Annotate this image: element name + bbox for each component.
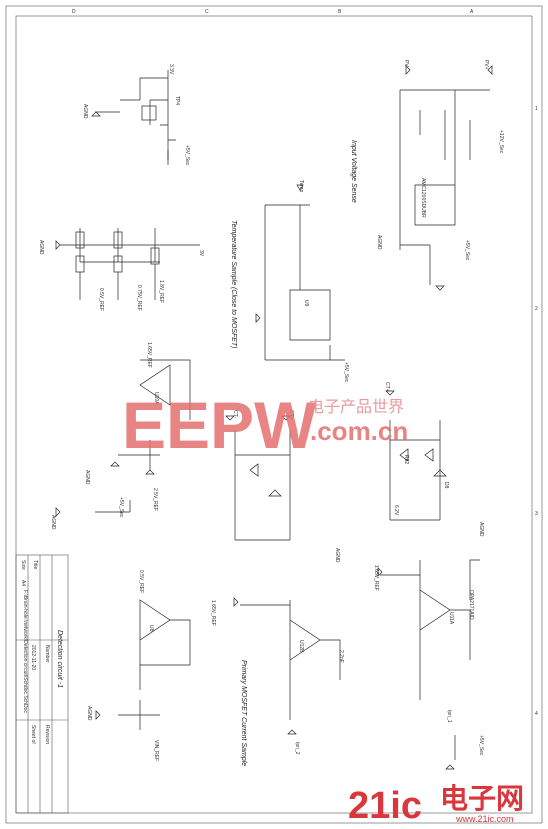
site21-logo-text: 21ic <box>348 785 422 827</box>
site21-url-text: www.21ic.com <box>455 814 514 824</box>
net-label-pv-minus: PV- <box>403 60 409 68</box>
value-opa2171: OPA2171AID <box>468 590 474 620</box>
sheet-inner-border <box>15 15 533 814</box>
value-6v2: 6.2V <box>393 505 399 516</box>
eepw-logo-text: EEPW <box>122 388 317 462</box>
current-amp-right-block: U11A OPA2171AID Ipri_1 AGND +5V_Sec 1.65… <box>373 522 484 770</box>
section-primary-current: Primary MOSFET Current Sample <box>240 660 247 766</box>
net-label-0v5-ref-2: 0.5V_REF <box>138 570 144 593</box>
part-u8: U8 <box>148 625 154 632</box>
net-label-3v3: 3.3V <box>168 64 174 75</box>
net-label-5v-sec-1: +5V_Sec <box>184 145 190 166</box>
net-label-ipri-1: Ipri_1 <box>446 710 452 723</box>
part-d8: D8 <box>443 482 449 489</box>
net-label-5v-sec-4: +5V_Sec <box>464 240 470 261</box>
number-label: Number <box>44 645 50 663</box>
grid-letter-c: C <box>205 9 209 15</box>
net-label-ct-plus-2: CT+ <box>288 410 294 420</box>
net-label-ipri-2: Ipri_2 <box>294 742 300 755</box>
net-label-temp: Temp <box>298 180 304 192</box>
grid-number-2: 2 <box>535 306 538 312</box>
net-label-0v5-ref: 0.5V_REF <box>98 288 104 311</box>
grid-number-4: 4 <box>535 711 538 717</box>
net-label-1v8-ref: 1.8V_REF <box>158 280 164 303</box>
sheet-label: Sheet of <box>30 725 36 744</box>
grid-letter-b: B <box>338 9 342 15</box>
section-input-voltage: Input Voltage Sense <box>350 140 357 203</box>
net-label-1v65-ref-2: 1.65V_REF <box>373 565 379 591</box>
net-label-agnd-6: AGND <box>376 235 382 250</box>
net-label-agnd-4: AGND <box>50 515 56 530</box>
net-label-5v-sec-2: +5V_Sec <box>118 497 124 518</box>
part-zd1: R62 <box>403 455 409 464</box>
net-label-12v-sec: +12V_Sec <box>498 130 504 154</box>
part-u12b: U12B <box>298 640 304 653</box>
input-voltage-block: PV- PV+ AMC1200SDUBR AGND +5V_Sec +12V_S… <box>350 60 504 291</box>
grid-numbers-right: 1 2 3 4 <box>535 106 538 717</box>
grid-letter-d: D <box>72 9 76 15</box>
title-label: Title <box>32 560 38 569</box>
part-u11a: U11A <box>448 612 454 625</box>
file-value: F:\Brain-hole:\network\Detection circuit… <box>22 590 28 713</box>
net-label-agnd-3: AGND <box>84 470 90 485</box>
grid-letters-top: D C B A <box>72 9 474 15</box>
net-label-0v75-ref: 0.75V_REF <box>136 285 142 311</box>
net-label-5v-sec-5: +5V_Sec <box>478 735 484 756</box>
sheet-border <box>5 5 543 824</box>
net-label-agnd-1: AGND <box>82 104 88 119</box>
part-u7: AMC1200SDUBR <box>420 178 426 218</box>
net-label-1v65-ref: 1.65V_REF <box>146 342 152 368</box>
title-block-frame <box>15 554 69 814</box>
eepw-watermark: EEPW .com.cn 电子产品世界 <box>122 388 408 462</box>
title-block: Title Detection circuit -1 Size A4 Numbe… <box>15 554 69 814</box>
ref-buffer-block: 1.65V_REF U10A AGND +5V_Sec 2.5V_REF AGN… <box>50 342 191 530</box>
revision-label: Revision <box>44 725 50 744</box>
net-label-agnd-5: AGND <box>86 706 92 721</box>
grid-letter-a: A <box>470 9 474 15</box>
net-label-ct-minus: CT- <box>232 410 238 418</box>
net-label-agnd-7: AGND <box>478 522 484 537</box>
value-2n2: 2.2nF <box>338 650 344 663</box>
primary-current-block: CT- CT+ U12B Ipri_2 AGND 1.65V_REF 2.2nF… <box>210 410 344 766</box>
ct-rectifier-block: CT+ R62 D8 6.2V <box>384 382 449 521</box>
net-label-1v65-ref-3: 1.65V_REF <box>210 600 216 626</box>
part-u9: U9 <box>303 300 309 307</box>
regulator-block: 3.3V +5V_Sec TP4 AGND <box>82 64 190 166</box>
eepw-cn-text: 电子产品世界 <box>308 398 404 416</box>
net-label-agnd-2: AGND <box>38 240 44 255</box>
site21-cn-text: 电子网 <box>440 783 524 814</box>
net-label-ct-plus: CT+ <box>384 382 390 392</box>
grid-number-1: 1 <box>535 106 538 112</box>
net-label-vin-ref: VIN_REF <box>153 740 159 761</box>
net-label-5v-sec-3: +5V_Sec <box>343 362 349 383</box>
grid-number-3: 3 <box>535 511 538 517</box>
net-label-3v: 3V <box>198 250 204 257</box>
site21-watermark: 21ic 电子网 www.21ic.com <box>348 783 524 827</box>
net-label-2v5-ref: 2.5V_REF <box>152 488 158 511</box>
part-u10a: U10A <box>153 392 159 405</box>
part-tp4: TP4 <box>174 96 180 105</box>
title-value: Detection circuit -1 <box>56 630 63 688</box>
net-label-pv-plus: PV+ <box>483 60 489 70</box>
eepw-domain-text: .com.cn <box>310 416 408 446</box>
temperature-block: Temp U9 +5V_Sec Temperature Sample (Clos… <box>230 180 349 383</box>
reference-divider-block: AGND 3V 0.5V_REF 0.75V_REF 1.8V_REF <box>38 228 204 311</box>
size-value: A4 <box>20 580 26 586</box>
net-label-agnd-8: AGND <box>334 548 340 563</box>
date-value: 2012-11-20 <box>30 645 36 670</box>
size-label: Size <box>20 560 26 570</box>
vin-ref-buffer-block: 0.5V_REF U8 AGND VIN_REF <box>86 570 191 761</box>
section-temperature: Temperature Sample (Close to MOSFET) <box>230 220 237 349</box>
